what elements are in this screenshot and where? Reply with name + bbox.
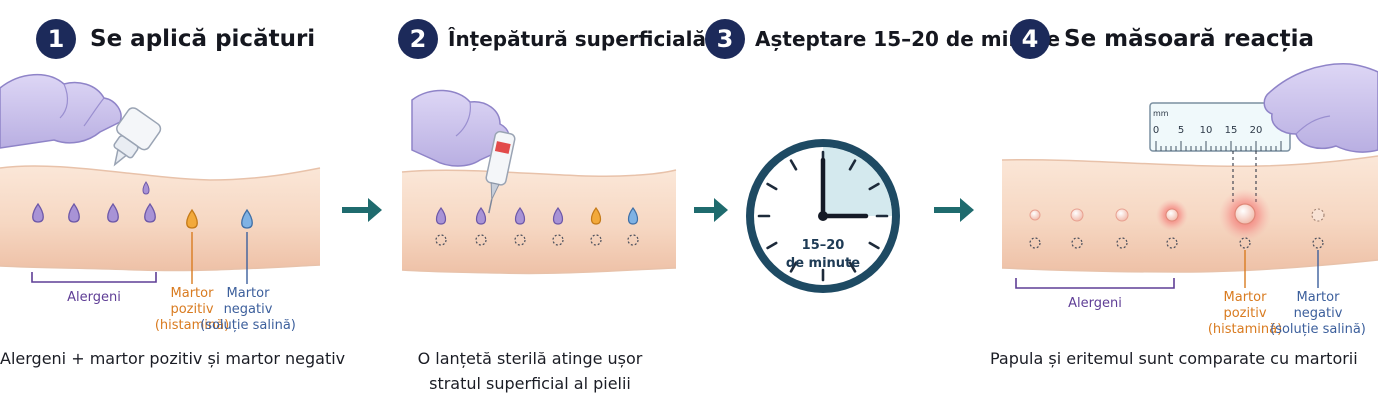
step-3-heading: 3 Așteptare 15–20 de minute: [705, 18, 1060, 60]
step-2-caption: O lanțetă sterilă atinge ușor stratul su…: [380, 346, 680, 396]
step-number-badge: 2: [398, 19, 438, 59]
prick-marks-panel-2: [435, 234, 639, 246]
positive-wheal: [1234, 203, 1256, 225]
forearm-skin: [402, 170, 676, 274]
label-line: pozitiv: [1223, 306, 1267, 321]
allergen-wheal: [1115, 208, 1129, 222]
allergen-wheal: [1165, 208, 1179, 222]
ruler-unit: mm: [1153, 109, 1169, 118]
negative-control-label: Martor negativ (soluție salină): [196, 286, 300, 334]
positive-control-drop: [590, 206, 602, 225]
allergen-drop: [475, 206, 487, 225]
panel-2-illustration: [401, 89, 677, 275]
timer-clock-icon: [746, 139, 900, 293]
caption-line: Papula și eritemul sunt comparate cu mar…: [990, 349, 1358, 368]
panel-1-illustration: [0, 73, 321, 284]
arrow-icon: [934, 198, 974, 222]
gloved-hand: [411, 89, 510, 167]
step-1-caption: Alergeni + martor pozitiv și martor nega…: [0, 346, 346, 371]
allergens-label: Alergeni: [67, 290, 121, 305]
ruler-tick-label: 20: [1250, 125, 1263, 136]
ruler-tick-label: 10: [1200, 125, 1213, 136]
ruler-tick-label: 5: [1178, 125, 1184, 136]
label-line: negativ: [223, 302, 273, 317]
allergen-wheal: [1029, 209, 1041, 221]
negative-mark: [1311, 208, 1325, 222]
gloved-hand: [1263, 63, 1378, 153]
dropper-bottle: [113, 107, 162, 167]
allergen-bracket: [1015, 278, 1175, 289]
label-line: Martor: [1223, 290, 1267, 305]
positive-control-label: Martor pozitiv (histamină): [1205, 290, 1285, 338]
negative-control-drop: [241, 208, 253, 229]
allergen-drop: [68, 202, 80, 223]
caption-line: stratul superficial al pielii: [429, 374, 631, 393]
label-line: (histamină): [1207, 322, 1283, 337]
negative-control-drop: [627, 206, 639, 225]
caption-line: O lanțetă sterilă atinge ușor: [417, 349, 643, 368]
gloved-hand: [0, 73, 122, 149]
forearm-skin: [1002, 156, 1378, 272]
allergen-bracket: [31, 272, 157, 283]
step-number-badge: 3: [705, 19, 745, 59]
falling-drop: [142, 181, 150, 195]
label-line: negativ: [1293, 306, 1343, 321]
label-line: (soluție salină): [1270, 322, 1366, 337]
clock-unit-text: de minute: [786, 256, 860, 271]
arrow-icon: [694, 198, 728, 222]
label-line: Martor: [170, 286, 214, 301]
clock-duration-text: 15–20: [802, 238, 845, 253]
label-line: pozitiv: [170, 302, 214, 317]
step-4-heading: 4 Se măsoară reacția: [1010, 18, 1314, 60]
drop-row-panel-1: [32, 202, 253, 229]
label-line: (soluție salină): [200, 318, 296, 333]
allergen-drop: [144, 202, 156, 223]
step-number-badge: 4: [1010, 19, 1050, 59]
reaction-row: [1029, 189, 1325, 241]
step-title: Se măsoară reacția: [1064, 26, 1315, 52]
step-2-heading: 2 Înțepătură superficială: [398, 18, 706, 60]
ruler-tick-label: 15: [1225, 125, 1238, 136]
forearm-skin: [0, 165, 320, 271]
step-1-heading: 1 Se aplică picături: [36, 18, 315, 60]
allergen-drop: [514, 206, 526, 225]
step-number-badge: 1: [36, 19, 76, 59]
step-title: Se aplică picături: [90, 26, 316, 52]
allergen-wheal: [1070, 208, 1084, 222]
allergen-drop: [107, 202, 119, 223]
label-line: Martor: [1296, 290, 1340, 305]
step-title: Înțepătură superficială: [448, 27, 707, 51]
caption-line: Alergeni + martor pozitiv și martor nega…: [0, 349, 346, 368]
prick-marks-panel-4: [1029, 237, 1324, 249]
label-line: Martor: [226, 286, 270, 301]
panel-4-illustration: mm 0 5 10 15 20: [1001, 63, 1378, 289]
allergen-drop: [435, 206, 447, 225]
allergen-drop: [32, 202, 44, 223]
positive-control-label: Martor pozitiv (histamină): [152, 286, 232, 334]
label-line: (histamină): [154, 318, 230, 333]
step-title: Așteptare 15–20 de minute: [755, 27, 1061, 51]
negative-control-label: Martor negativ (soluție salină): [1266, 290, 1370, 338]
drop-row-panel-2: [435, 206, 639, 225]
positive-control-drop: [186, 208, 198, 229]
lancet: [485, 130, 516, 214]
arrow-icon: [342, 198, 382, 222]
allergens-label: Alergeni: [1068, 296, 1122, 311]
allergen-drop: [552, 206, 564, 225]
step-4-caption: Papula și eritemul sunt comparate cu mar…: [990, 346, 1358, 371]
ruler-tick-label: 0: [1153, 125, 1159, 136]
